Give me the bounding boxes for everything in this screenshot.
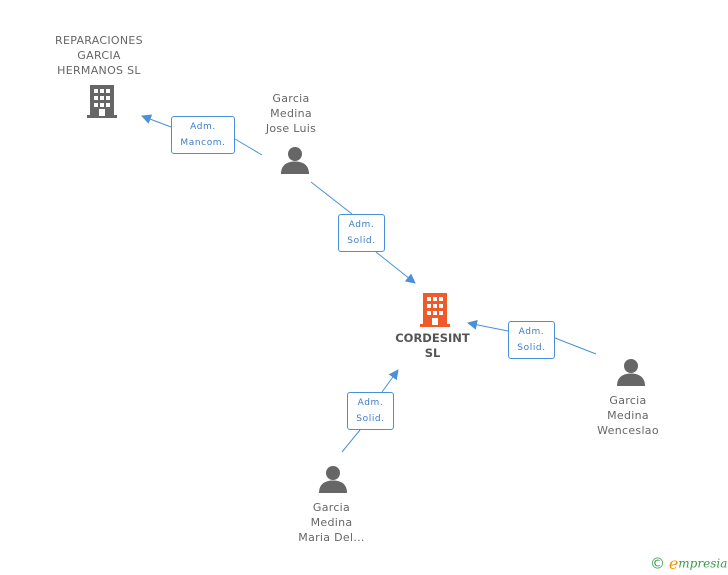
person-icon[interactable] — [616, 358, 646, 386]
node-reparaciones-label[interactable]: REPARACIONES GARCIA HERMANOS SL — [55, 34, 143, 77]
edge-jose-to-cordesint-head — [375, 251, 416, 284]
edge-jose-to-cordesint — [310, 181, 353, 215]
edge-label-adm-solid-jose[interactable]: Adm. Solid. — [338, 214, 385, 252]
node-maria-label[interactable]: Garcia Medina Maria Del... — [298, 501, 365, 544]
edge-maria-to-cordesint — [341, 429, 361, 453]
node-cordesint-label[interactable]: CORDESINT SL — [395, 331, 470, 360]
building-icon[interactable] — [86, 84, 118, 118]
copyright-icon: © — [650, 554, 665, 573]
node-jose-luis-label[interactable]: Garcia Medina Jose Luis — [265, 92, 317, 135]
edge-jose-to-reparaciones — [234, 138, 263, 156]
edge-label-adm-solid-wenceslao[interactable]: Adm. Solid. — [508, 321, 555, 359]
edge-maria-to-cordesint-head — [381, 369, 399, 393]
person-icon[interactable] — [318, 465, 348, 493]
node-wenceslao-label[interactable]: Garcia Medina Wenceslao — [597, 394, 659, 437]
edge-wenceslao-to-cordesint-head — [467, 319, 509, 332]
empresia-logo[interactable]: © empresia — [650, 554, 728, 573]
person-icon[interactable] — [280, 146, 310, 174]
edge-label-adm-mancom[interactable]: Adm. Mancom. — [171, 116, 235, 154]
edge-label-adm-solid-maria[interactable]: Adm. Solid. — [347, 392, 394, 430]
edge-jose-to-reparaciones-head — [141, 114, 172, 128]
building-icon[interactable] — [419, 292, 451, 327]
edge-wenceslao-to-cordesint — [554, 337, 597, 355]
